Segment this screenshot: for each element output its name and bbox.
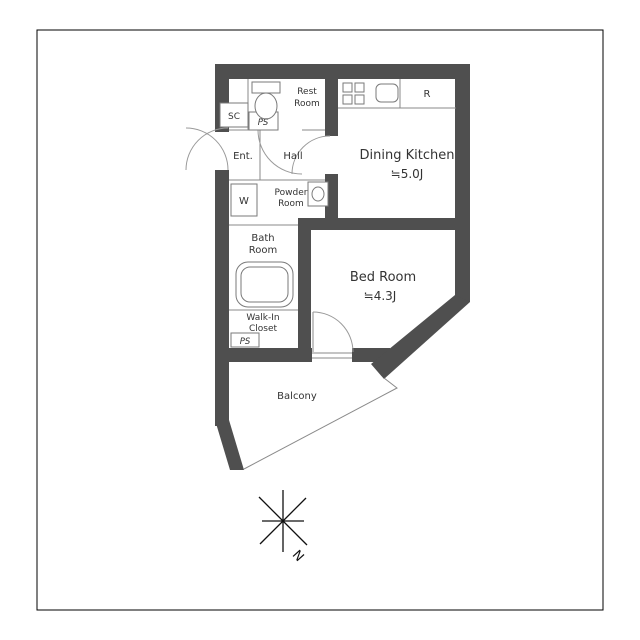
room-labels: Rest Room SC PS Ent. Hall Dining Kitchen… [228, 87, 454, 402]
hall-dk-door-arc [291, 135, 331, 175]
bedroom-door-arc [312, 311, 354, 353]
refrigerator-label: R [424, 89, 431, 100]
powder-room-label-2: Room [278, 199, 304, 209]
walls [215, 64, 470, 470]
wall-left-tail [215, 420, 244, 470]
bathtub-inner-icon [240, 266, 289, 303]
compass-spike-diag-2 [259, 497, 307, 545]
toilet-tank-icon [251, 81, 281, 94]
entrance-door-arc-1 [185, 127, 229, 171]
stove-burner-icon-2 [354, 82, 365, 93]
fixtures [219, 81, 399, 348]
entrance-label: Ent. [233, 151, 253, 162]
stove-burner-icon-3 [342, 94, 353, 105]
restroom-door-arc [257, 129, 303, 175]
washer-box [230, 183, 258, 217]
bed-room-size: ≒4.3J [364, 289, 397, 303]
wall-top [215, 64, 470, 79]
balcony-outline [243, 377, 398, 470]
washer-label: W [239, 196, 249, 207]
dining-kitchen-label: Dining Kitchen [360, 148, 455, 163]
bath-room-label-2: Room [249, 245, 277, 256]
hall-label: Hall [283, 151, 302, 162]
walk-in-closet-label-2: Closet [249, 324, 278, 334]
washbasin-bowl-icon [311, 186, 325, 202]
bed-room-label: Bed Room [350, 270, 416, 285]
wall-bedroom-balcony [229, 348, 390, 362]
stove-burner-icon-1 [342, 82, 353, 93]
wall-right [455, 64, 470, 302]
stove-burner-icon-4 [354, 94, 365, 105]
partition-lines [229, 79, 456, 470]
toilet-bowl-icon [254, 92, 278, 120]
north-label: N [289, 548, 307, 565]
page-border [36, 29, 604, 611]
restroom-label-2: Room [294, 99, 320, 109]
powder-room-label-1: Powder [275, 188, 308, 198]
entrance-door-opening [215, 132, 229, 170]
pipe-space-bottom-label: PS [240, 337, 251, 347]
bath-room-label-1: Bath [251, 233, 274, 244]
dining-kitchen-size: ≒5.0J [391, 167, 424, 181]
walk-in-closet-label-1: Walk-In [246, 313, 279, 323]
entrance-door-arc-2 [185, 127, 229, 171]
wall-bedroom-left [298, 218, 311, 362]
hall-dk-door-opening [325, 136, 338, 174]
kitchen-sink-icon [375, 83, 399, 103]
pipe-space-bottom-box [230, 332, 260, 348]
shoe-closet-box [219, 102, 249, 128]
balcony-label: Balcony [277, 391, 317, 402]
balcony-door-opening [312, 348, 352, 362]
restroom-label-1: Rest [297, 87, 317, 97]
wall-diagonal [371, 295, 470, 379]
shoe-closet-label: SC [228, 112, 240, 122]
pipe-space-top-label: PS [258, 118, 269, 128]
wall-dk-bedroom [298, 218, 456, 230]
compass-rose: N [258, 490, 308, 565]
door-arcs [185, 127, 354, 353]
